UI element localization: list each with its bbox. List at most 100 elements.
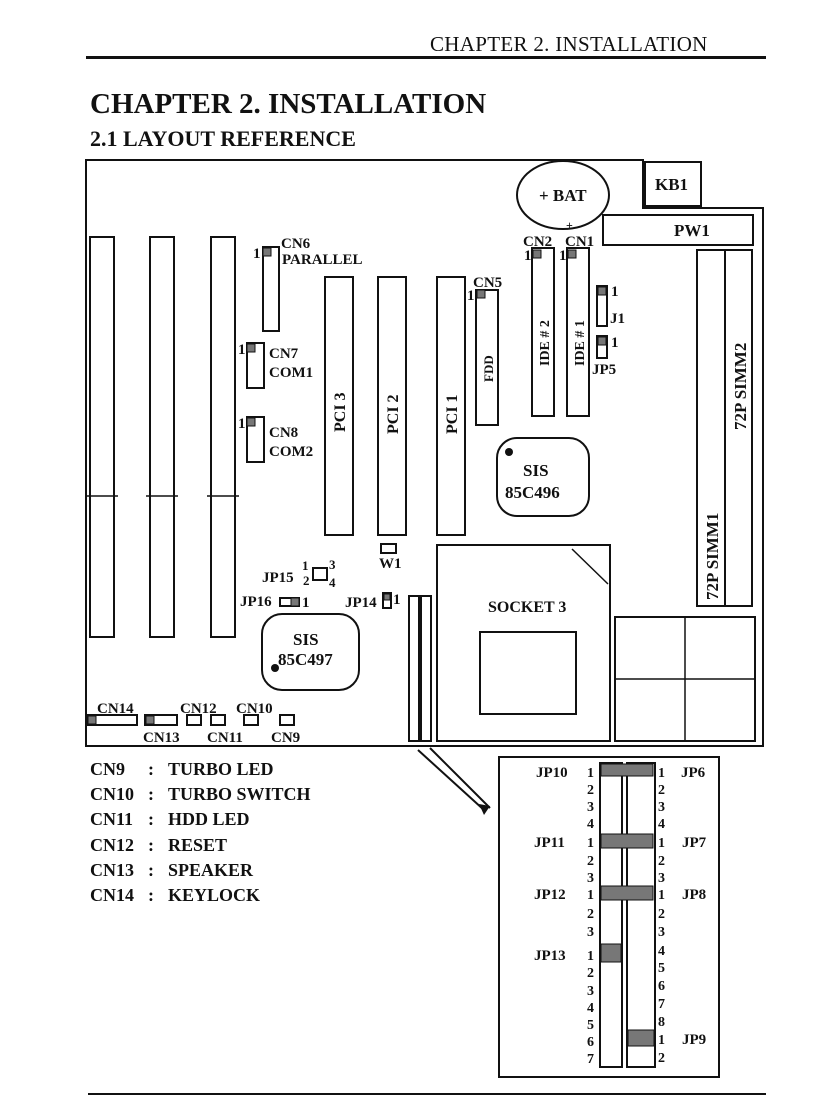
legend-code: CN12 bbox=[90, 834, 134, 855]
jumper-cap bbox=[600, 763, 654, 777]
pin1-marker bbox=[597, 286, 607, 296]
legend-code: CN14 bbox=[90, 885, 134, 906]
jp16-label: JP16 bbox=[240, 594, 272, 610]
jp6-pin: 3 bbox=[658, 800, 665, 815]
jp13-pin: 2 bbox=[587, 966, 594, 981]
pin1-marker bbox=[383, 593, 391, 601]
jp9-label: JP9 bbox=[682, 1032, 706, 1048]
pin1-marker bbox=[87, 715, 97, 725]
cn11-connector bbox=[210, 714, 226, 726]
pci2-label: PCI 2 bbox=[385, 394, 402, 434]
sis-85c496-label: 85C496 bbox=[505, 483, 560, 502]
sis-85c497-chip bbox=[261, 613, 360, 691]
j1-label: J1 bbox=[610, 311, 625, 327]
isa-slot bbox=[89, 236, 115, 638]
legend-code: CN10 bbox=[90, 784, 134, 805]
kb1-label: KB1 bbox=[655, 175, 688, 194]
jp8-label: JP8 bbox=[682, 887, 706, 903]
cpu-socket bbox=[436, 544, 611, 742]
legend-label: TURBO SWITCH bbox=[168, 784, 311, 805]
vertical-header bbox=[420, 595, 432, 742]
jp8-pin: 2 bbox=[658, 907, 665, 922]
cpu-socket-inner bbox=[479, 631, 577, 715]
socket-notch bbox=[571, 548, 609, 585]
jumper-cap bbox=[600, 833, 654, 849]
pin1-marker bbox=[476, 289, 486, 299]
legend-label: SPEAKER bbox=[168, 859, 254, 880]
cn9-label: CN9 bbox=[271, 730, 300, 746]
keyboard-connector bbox=[644, 161, 702, 207]
pin1-label: 1 bbox=[611, 335, 619, 351]
pin1-label: 1 bbox=[559, 248, 567, 264]
jp15-pin-1: 1 bbox=[302, 558, 309, 573]
pin1-label: 1 bbox=[238, 342, 246, 358]
w1-label: W1 bbox=[379, 556, 402, 572]
pin1-marker bbox=[532, 249, 542, 259]
right-pin: 7 bbox=[658, 997, 665, 1012]
jp11-pin: 2 bbox=[587, 854, 594, 869]
jp10-label: JP10 bbox=[536, 765, 568, 781]
vertical-header bbox=[408, 595, 420, 742]
battery-plus: + bbox=[566, 218, 573, 232]
zoom-arrow bbox=[417, 749, 485, 811]
jp11-pin: 3 bbox=[587, 871, 594, 886]
jumper-detail-column-left bbox=[599, 762, 623, 1068]
jp10-pin: 2 bbox=[587, 783, 594, 798]
connector-legend: CN9: TURBO LED CN10: TURBO SWITCH CN11: … bbox=[90, 757, 311, 908]
jumper-cap bbox=[600, 885, 654, 901]
legend-row: CN10: TURBO SWITCH bbox=[90, 782, 311, 807]
cn1-label: CN1 bbox=[565, 234, 594, 250]
jp9-pin: 1 bbox=[658, 1033, 665, 1048]
zoom-arrow-head bbox=[479, 804, 490, 815]
jp14-label: JP14 bbox=[345, 595, 377, 611]
com2-label: COM2 bbox=[269, 444, 313, 460]
pin1-label: 1 bbox=[302, 595, 310, 611]
isa-slot bbox=[149, 236, 175, 638]
jp13-pin: 3 bbox=[587, 984, 594, 999]
jp11-label: JP11 bbox=[534, 835, 565, 851]
jp5-jumper bbox=[596, 335, 608, 359]
legend-code: CN11 bbox=[90, 809, 134, 830]
zoom-arrow bbox=[429, 747, 491, 809]
pin1-marker bbox=[246, 343, 256, 353]
com1-header bbox=[246, 342, 265, 389]
jp6-pin: 4 bbox=[658, 817, 665, 832]
w1-jumper bbox=[380, 543, 397, 554]
socket-label: SOCKET 3 bbox=[488, 599, 566, 616]
right-pin: 8 bbox=[658, 1015, 665, 1030]
pin1-label: 1 bbox=[611, 284, 619, 300]
pin1-marker bbox=[246, 417, 256, 427]
cn9-connector bbox=[279, 714, 295, 726]
cn10-label: CN10 bbox=[236, 701, 273, 717]
pin1-dot bbox=[505, 448, 513, 456]
parallel-header bbox=[262, 246, 280, 332]
ide1-label: IDE # 1 bbox=[573, 320, 588, 366]
pin1-dot bbox=[271, 664, 279, 672]
section-title: 2.1 LAYOUT REFERENCE bbox=[90, 126, 356, 151]
jumper-cap bbox=[600, 943, 622, 963]
board-outline bbox=[85, 159, 764, 747]
cn2-label: CN2 bbox=[523, 234, 552, 250]
jp6-label: JP6 bbox=[681, 765, 706, 781]
cn5-label: CN5 bbox=[473, 275, 502, 291]
legend-row: CN9: TURBO LED bbox=[90, 757, 311, 782]
pin1-label: 1 bbox=[238, 416, 246, 432]
footer-rule bbox=[88, 1093, 766, 1095]
sis-85c496-label: SIS bbox=[523, 461, 549, 480]
legend-code: CN9 bbox=[90, 759, 125, 779]
pw1-label: PW1 bbox=[674, 221, 710, 240]
pin1-label: 1 bbox=[524, 248, 532, 264]
cn14-connector bbox=[86, 714, 138, 726]
jp12-pin: 3 bbox=[587, 925, 594, 940]
pci1-label: PCI 1 bbox=[444, 394, 461, 434]
fdd-label: FDD bbox=[481, 355, 496, 382]
jp7-pin: 3 bbox=[658, 871, 665, 886]
jp11-pin: 1 bbox=[587, 836, 594, 851]
fdd-connector bbox=[475, 289, 499, 426]
jp12-label: JP12 bbox=[534, 887, 566, 903]
pin1-marker bbox=[262, 247, 272, 257]
sis-85c496-chip bbox=[496, 437, 590, 517]
cn14-label: CN14 bbox=[97, 701, 134, 717]
jp15-pin-3: 3 bbox=[329, 557, 336, 572]
